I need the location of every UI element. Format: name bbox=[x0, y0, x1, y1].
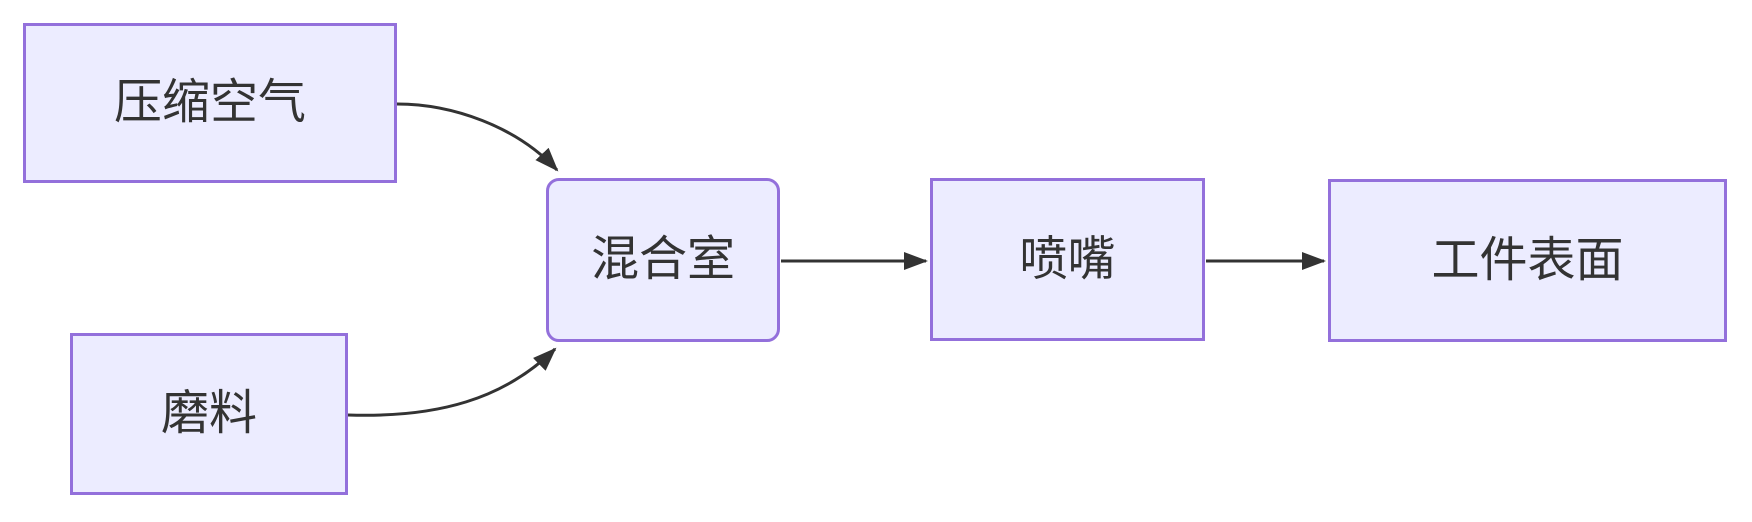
node-abrasive: 磨料 bbox=[70, 333, 348, 495]
edge-compressed-air-to-mixing-chamber bbox=[396, 102, 559, 172]
node-mixing-chamber: 混合室 bbox=[546, 178, 780, 342]
node-compressed-air-label: 压缩空气 bbox=[113, 76, 306, 130]
node-workpiece-surface-label: 工件表面 bbox=[1431, 233, 1624, 287]
node-abrasive-label: 磨料 bbox=[160, 387, 257, 441]
edge-abrasive-to-mixing-chamber bbox=[347, 347, 557, 417]
node-workpiece-surface: 工件表面 bbox=[1328, 179, 1727, 342]
node-mixing-chamber-label: 混合室 bbox=[590, 233, 735, 287]
node-nozzle: 喷嘴 bbox=[930, 178, 1205, 341]
node-compressed-air: 压缩空气 bbox=[23, 23, 397, 183]
node-nozzle-label: 喷嘴 bbox=[1019, 232, 1116, 286]
